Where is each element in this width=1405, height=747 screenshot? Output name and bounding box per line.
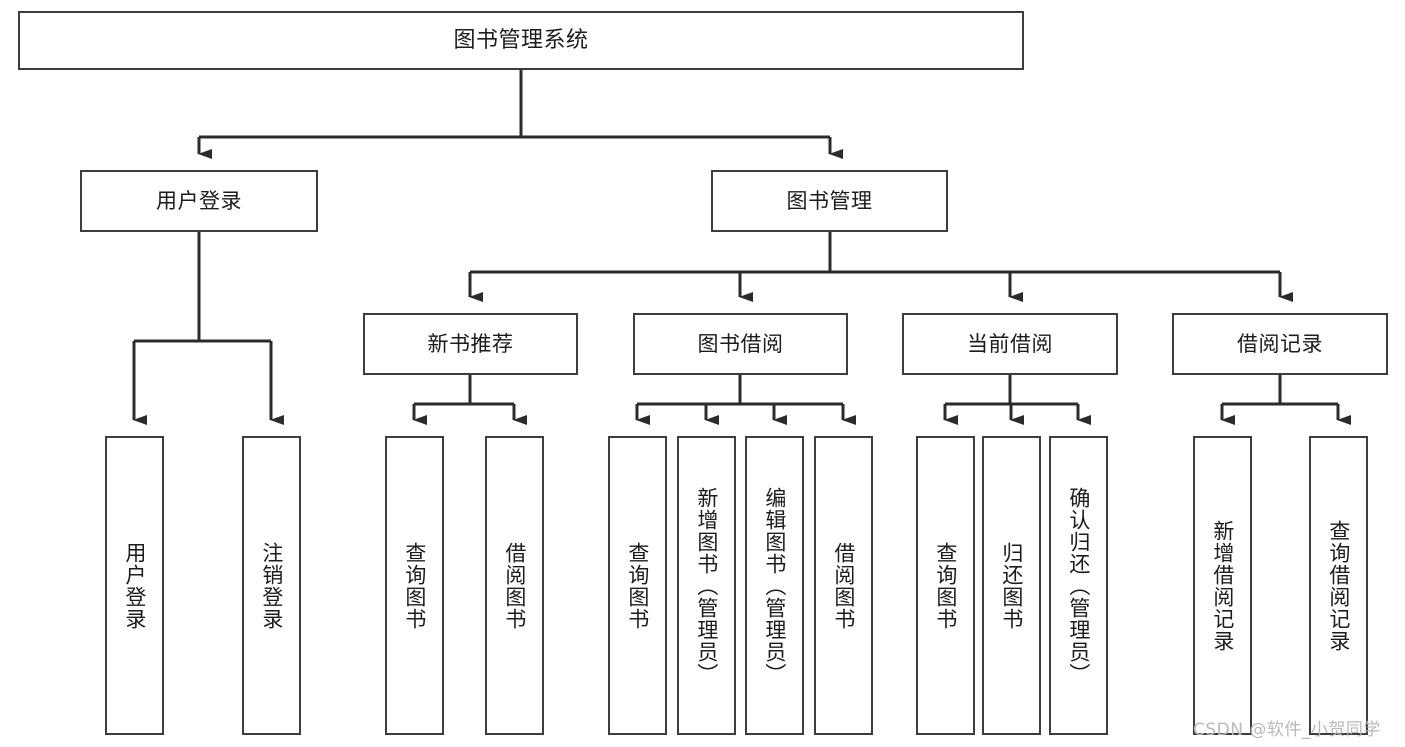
node-label: 当前借阅 xyxy=(967,331,1053,356)
node-current-borrow[interactable]: 当前借阅 xyxy=(902,313,1118,375)
leaf-current-borrow-confirm-return[interactable]: 确认归还（管理员） xyxy=(1049,436,1108,735)
leaf-current-borrow-return[interactable]: 归还图书 xyxy=(982,436,1041,735)
node-label: 确认归还（管理员） xyxy=(1066,486,1091,685)
leaf-borrow-record-query[interactable]: 查询借阅记录 xyxy=(1309,436,1368,735)
leaf-new-book-query[interactable]: 查询图书 xyxy=(385,436,444,735)
node-label: 查询图书 xyxy=(933,541,958,630)
watermark-text: CSDN @软件_小贺同学 xyxy=(1193,720,1381,740)
leaf-current-borrow-query[interactable]: 查询图书 xyxy=(916,436,975,735)
leaf-book-borrow-add[interactable]: 新增图书（管理员） xyxy=(677,436,736,735)
node-label: 借阅图书 xyxy=(502,541,527,630)
node-label: 归还图书 xyxy=(999,541,1024,630)
node-label: 新增借阅记录 xyxy=(1210,519,1235,652)
node-label: 新增图书（管理员） xyxy=(694,486,719,685)
leaf-book-borrow-borrow[interactable]: 借阅图书 xyxy=(814,436,873,735)
node-book-borrow[interactable]: 图书借阅 xyxy=(633,313,848,375)
node-borrow-record[interactable]: 借阅记录 xyxy=(1172,313,1388,375)
node-label: 借阅记录 xyxy=(1237,331,1323,356)
node-label: 查询借阅记录 xyxy=(1326,519,1351,652)
node-label: 图书管理系统 xyxy=(453,27,589,53)
node-user-login[interactable]: 用户登录 xyxy=(80,170,318,232)
leaf-user-login-signin[interactable]: 用户登录 xyxy=(105,436,164,735)
node-label: 编辑图书（管理员） xyxy=(762,486,787,685)
leaf-book-borrow-edit[interactable]: 编辑图书（管理员） xyxy=(745,436,804,735)
leaf-borrow-record-add[interactable]: 新增借阅记录 xyxy=(1193,436,1252,735)
leaf-user-login-signout[interactable]: 注销登录 xyxy=(242,436,301,735)
node-label: 注销登录 xyxy=(259,541,284,630)
node-root-book-management-system[interactable]: 图书管理系统 xyxy=(18,11,1024,70)
node-book-management[interactable]: 图书管理 xyxy=(711,170,948,232)
node-label: 查询图书 xyxy=(625,541,650,630)
leaf-book-borrow-query[interactable]: 查询图书 xyxy=(608,436,667,735)
node-label: 图书借阅 xyxy=(697,331,784,356)
node-label: 借阅图书 xyxy=(831,541,856,630)
node-label: 查询图书 xyxy=(402,541,427,630)
node-label: 用户登录 xyxy=(122,541,147,630)
node-new-book-recommend[interactable]: 新书推荐 xyxy=(363,313,578,375)
node-label: 用户登录 xyxy=(156,188,242,213)
leaf-new-book-borrow[interactable]: 借阅图书 xyxy=(485,436,544,735)
node-label: 新书推荐 xyxy=(427,331,514,356)
node-label: 图书管理 xyxy=(786,188,873,213)
